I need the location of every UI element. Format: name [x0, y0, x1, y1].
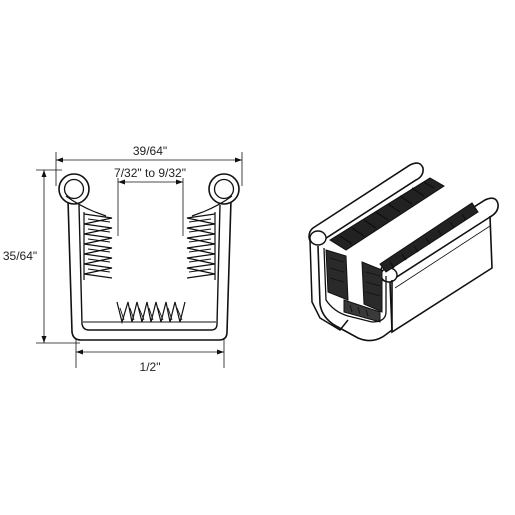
height-label: 35/64" [3, 249, 37, 263]
cross-section-drawing: 39/64" 7/32" to 9/32" 35/64" [3, 144, 243, 374]
overall-width-label: 39/64" [133, 144, 167, 158]
right-bead [191, 173, 240, 217]
perspective-view-drawing [308, 162, 499, 342]
height-dimension: 35/64" [3, 169, 80, 344]
left-bead [58, 173, 107, 217]
opening-range-label: 7/32" to 9/32" [114, 166, 186, 180]
u-channel-profile [67, 199, 232, 341]
bottom-pile-brush [116, 301, 186, 325]
overall-width-dimension: 39/64" [55, 144, 243, 186]
base-width-label: 1/2" [140, 360, 161, 374]
right-pile-brush [186, 212, 216, 280]
base-width-dimension: 1/2" [75, 338, 225, 374]
opening-range-dimension: 7/32" to 9/32" [114, 166, 186, 236]
pile-top-strip [329, 177, 479, 273]
left-pile-brush [83, 212, 113, 280]
pile-front-face [323, 247, 387, 323]
